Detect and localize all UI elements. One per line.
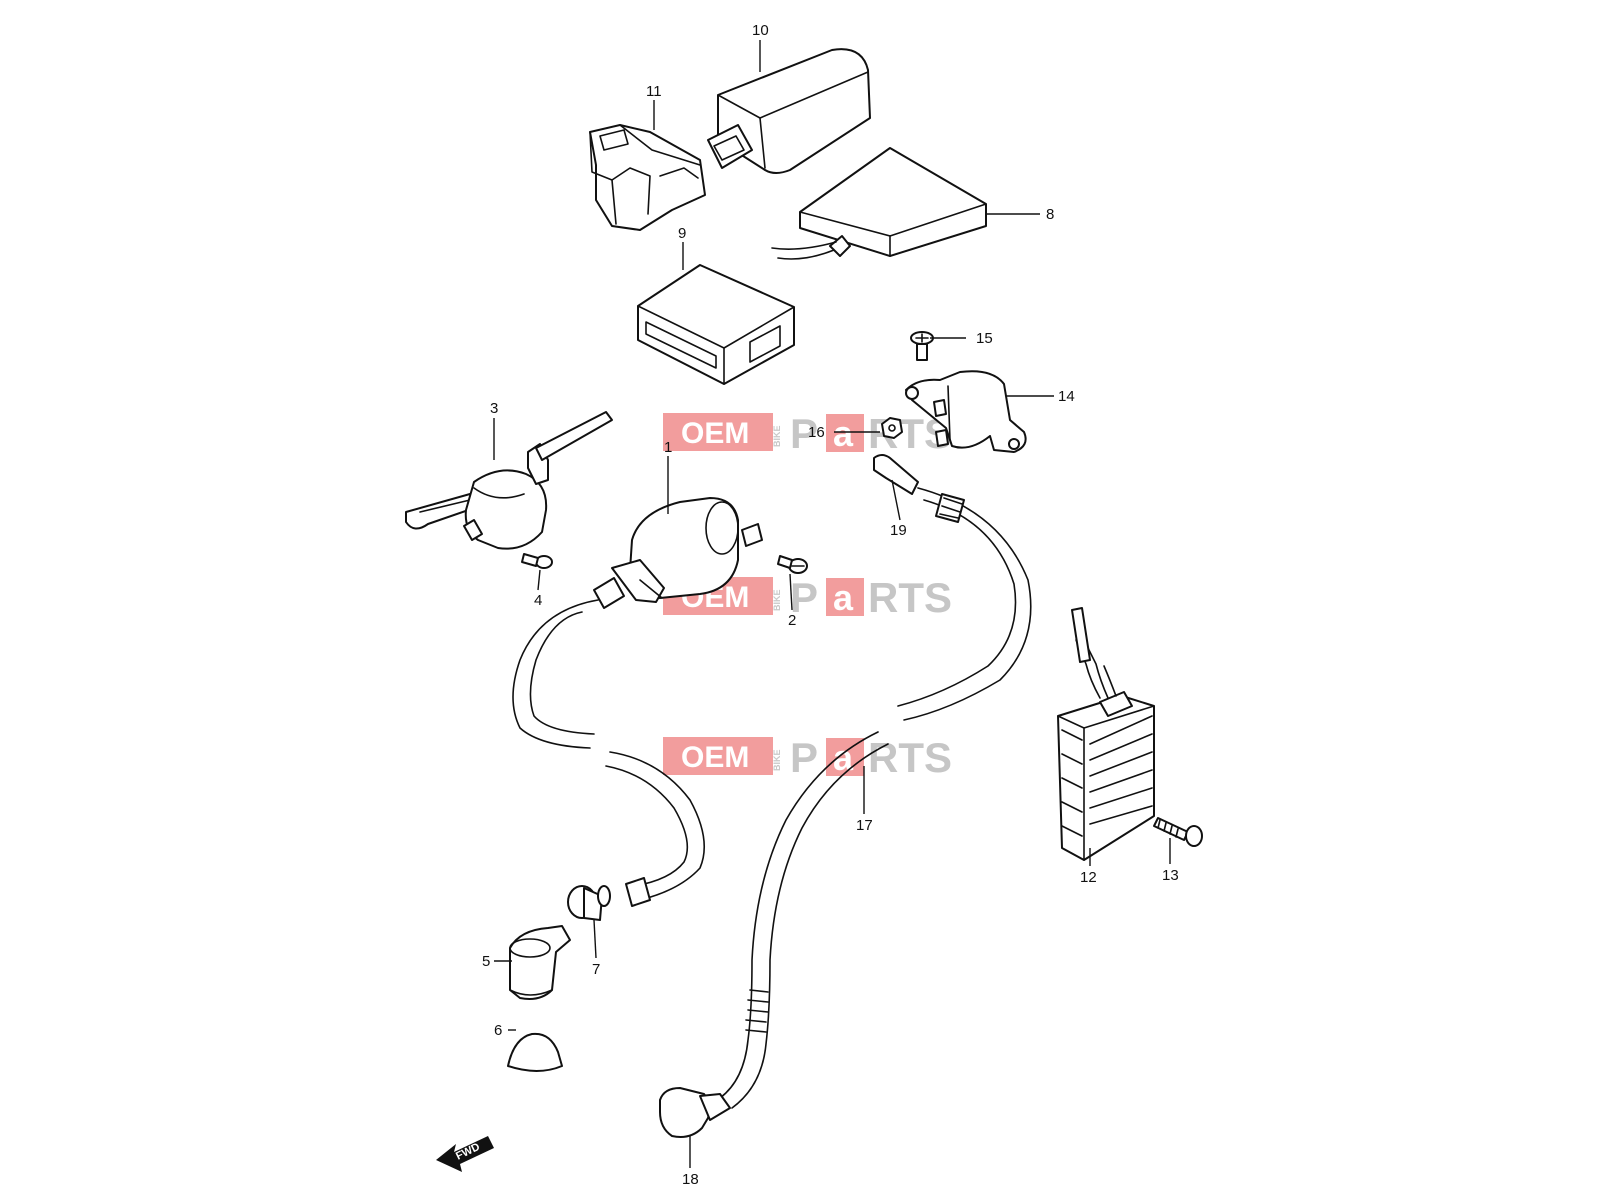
- callout-labels: 10 11 8 9 15 14 16 3 1 19 4 2 5 6 7 17 1…: [482, 22, 1179, 1188]
- callout-8: 8: [1046, 206, 1054, 223]
- part-5-spark-plug-cap[interactable]: [509, 925, 571, 1000]
- part-10-cdi-unit[interactable]: [707, 48, 871, 174]
- svg-text:a: a: [833, 737, 854, 778]
- part-8-control-unit[interactable]: [771, 147, 987, 260]
- svg-text:RTS: RTS: [868, 734, 952, 781]
- fwd-direction-arrow: FWD: [436, 1136, 494, 1172]
- part-16-nut[interactable]: [881, 417, 903, 439]
- part-14-starter-relay[interactable]: [905, 370, 1027, 453]
- part-2-screw[interactable]: [777, 555, 808, 574]
- part-3-ignition-coil[interactable]: [405, 411, 613, 550]
- svg-text:BIKE: BIKE: [772, 749, 782, 771]
- part-12-regulator-rectifier[interactable]: [1057, 607, 1155, 861]
- callout-19: 19: [890, 522, 907, 539]
- svg-text:BIKE: BIKE: [772, 425, 782, 447]
- callout-6: 6: [494, 1022, 502, 1039]
- svg-text:P: P: [790, 734, 818, 781]
- callout-15: 15: [976, 330, 993, 347]
- svg-text:a: a: [833, 577, 854, 618]
- svg-text:a: a: [833, 413, 854, 454]
- svg-text:P: P: [790, 574, 818, 621]
- callout-16: 16: [808, 424, 825, 441]
- part-17-cable: [719, 487, 1032, 1109]
- callout-14: 14: [1058, 388, 1075, 405]
- callout-12: 12: [1080, 869, 1097, 886]
- part-4-screw[interactable]: [521, 553, 553, 569]
- callout-11: 11: [646, 83, 662, 100]
- svg-text:BIKE: BIKE: [772, 589, 782, 611]
- part-9-module[interactable]: [637, 264, 795, 385]
- svg-text:RTS: RTS: [868, 574, 952, 621]
- part-19-terminal-cover[interactable]: [873, 454, 919, 495]
- part-18-terminal-boot[interactable]: [659, 1087, 731, 1138]
- callout-3: 3: [490, 400, 498, 417]
- part-1-ht-lead: [512, 599, 706, 907]
- callout-18: 18: [682, 1171, 699, 1188]
- svg-text:P: P: [790, 410, 818, 457]
- callout-4: 4: [534, 592, 542, 609]
- part-7-grommet[interactable]: [567, 885, 611, 921]
- callout-13: 13: [1162, 867, 1179, 884]
- callout-1: 1: [664, 439, 672, 456]
- callout-9: 9: [678, 225, 686, 242]
- part-13-bolt[interactable]: [1153, 817, 1203, 847]
- leader-lines: [493, 40, 1171, 1168]
- part-11-connector-holder[interactable]: [589, 124, 706, 231]
- callout-10: 10: [752, 22, 769, 39]
- part-6-cover-cap[interactable]: [507, 1032, 563, 1072]
- watermark-3: OEM BIKE P a RTS: [663, 734, 952, 781]
- part-1-ignition-coil[interactable]: [593, 497, 763, 609]
- svg-text:OEM: OEM: [681, 417, 749, 450]
- part-15-bolt[interactable]: [910, 331, 934, 361]
- callout-7: 7: [592, 961, 600, 978]
- callout-17: 17: [856, 817, 873, 834]
- callout-2: 2: [788, 612, 796, 629]
- callout-5: 5: [482, 953, 490, 970]
- svg-text:OEM: OEM: [681, 741, 749, 774]
